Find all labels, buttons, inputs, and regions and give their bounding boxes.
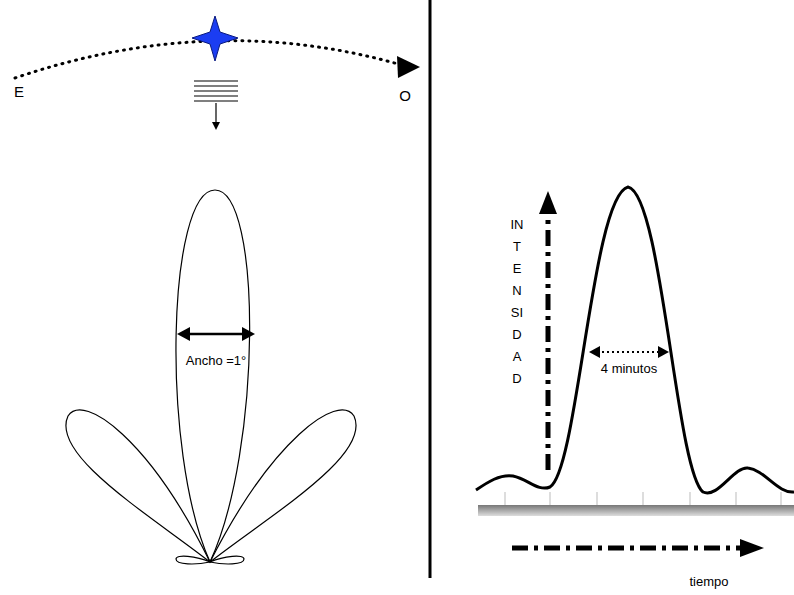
arrow-head [212, 122, 220, 130]
intensity-axis [546, 212, 551, 470]
beam-width-arrow [177, 327, 255, 341]
radio-source-star [192, 16, 238, 61]
east-label: E [14, 83, 24, 101]
axis-label: tiempo [689, 574, 728, 590]
arrow-head [397, 56, 420, 78]
width-arrow [589, 346, 669, 358]
intensity-curve [476, 187, 794, 493]
duration-label: 4 minutos [601, 361, 657, 377]
arrow-head [740, 539, 764, 557]
axis-label: INTENSIDAD [511, 214, 524, 390]
sky-path [15, 41, 405, 78]
west-label: O [399, 87, 411, 105]
beam-width-label: Ancho =1° [186, 353, 247, 369]
beam-pattern [66, 190, 356, 564]
axis-ticks [505, 492, 781, 505]
divider [429, 0, 432, 578]
wavefront [194, 81, 238, 124]
time-axis-bar [478, 505, 794, 516]
time-axis [512, 546, 742, 551]
arrow-head [539, 191, 557, 214]
